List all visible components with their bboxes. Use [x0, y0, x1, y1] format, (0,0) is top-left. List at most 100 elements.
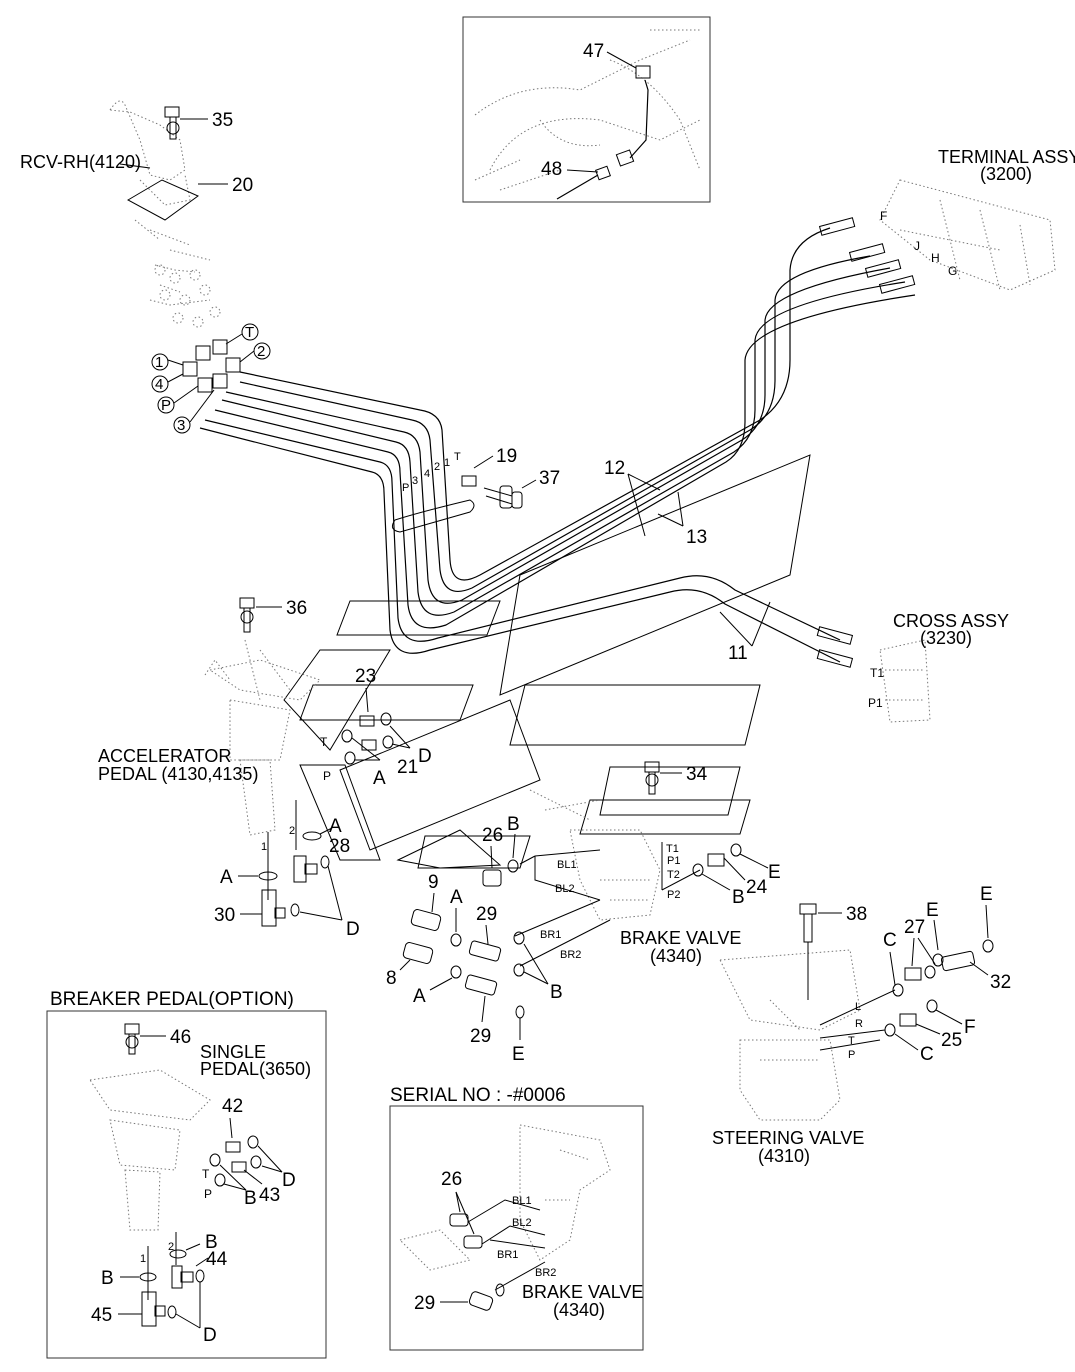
- accel-A3-label: A: [220, 867, 233, 888]
- accelerator-pedal: 36 ACCELERATOR PEDAL (4130,4135) 23 T P …: [98, 597, 432, 940]
- brake-BL1-label: BL1: [557, 859, 577, 871]
- part-30-label: 30: [214, 905, 235, 926]
- brake-BL2-label: BL2: [555, 883, 575, 895]
- hose-bundle: P 3 4 2 1 T 19 37 12 13 11: [199, 217, 916, 668]
- rcv-rh-assembly: 35 RCV-RH(4120) 20 1 4 P 3 T 2: [20, 100, 271, 434]
- rcv-rh-label: RCV-RH(4120): [20, 152, 141, 172]
- hose-2-label: 2: [434, 461, 440, 473]
- hose-P-label: P: [402, 482, 409, 494]
- part-37-label: 37: [539, 468, 560, 489]
- part-24-label: 24: [746, 877, 768, 898]
- brake-valve-code: (4340): [650, 946, 702, 966]
- steer-P-label: P: [848, 1049, 855, 1061]
- breaker-D1-label: D: [282, 1170, 296, 1191]
- breaker-pedal-title: BREAKER PEDAL(OPTION): [50, 989, 294, 1010]
- port-T-label: T: [245, 324, 254, 341]
- serial-brake-valve-label: BRAKE VALVE: [522, 1282, 643, 1302]
- cross-code-label: (3230): [920, 628, 972, 648]
- terminal-assy-label: TERMINAL ASSY: [938, 147, 1075, 167]
- part-8-label: 8: [386, 968, 397, 989]
- part-12-label: 12: [604, 458, 625, 479]
- part-32-label: 32: [990, 972, 1011, 993]
- port-1-label: 1: [155, 354, 163, 371]
- part-21-label: 21: [397, 757, 418, 778]
- part-44-label: 44: [206, 1249, 228, 1270]
- serial-BR1-label: BR1: [497, 1249, 518, 1261]
- hose-4-label: 4: [424, 468, 430, 480]
- brake-B2-label: B: [732, 887, 745, 908]
- part-29a-label: 29: [476, 904, 497, 925]
- brake-A5-label: A: [413, 986, 426, 1007]
- part-27-label: 27: [904, 917, 925, 938]
- hose-F-label: F: [880, 209, 887, 223]
- part-42-label: 42: [222, 1096, 243, 1117]
- pedal-3650-label: PEDAL(3650): [200, 1059, 311, 1079]
- brake-E2-label: E: [512, 1044, 525, 1065]
- part-26-label: 26: [482, 825, 503, 846]
- hose-G-label: G: [948, 264, 957, 278]
- accel-A2-label: A: [329, 816, 342, 837]
- brake-B3-label: B: [550, 982, 563, 1003]
- brake-T1-label: T1: [666, 843, 679, 855]
- part-43-label: 43: [259, 1185, 280, 1206]
- cross-P1-label: P1: [868, 696, 883, 710]
- part-9-label: 9: [428, 872, 439, 893]
- steering-valve-label: STEERING VALVE: [712, 1128, 864, 1148]
- serial-no-title: SERIAL NO : -#0006: [390, 1085, 566, 1106]
- cross-T1-label: T1: [870, 666, 884, 680]
- brake-E1-label: E: [768, 862, 781, 883]
- accel-D-label: D: [418, 746, 432, 767]
- serial-BR2-label: BR2: [535, 1267, 556, 1279]
- steering-valve-group: 38 L R T P C 27 E E 32 F 25 C STEERING V…: [712, 884, 1011, 1166]
- breaker-port-1-label: 1: [140, 1253, 146, 1265]
- part-11-label: 11: [728, 643, 748, 664]
- part-34-label: 34: [686, 764, 708, 785]
- breaker-B2-label: B: [205, 1232, 218, 1253]
- port-4-label: 4: [155, 376, 163, 393]
- part-38-label: 38: [846, 904, 867, 925]
- brake-valve-label: BRAKE VALVE: [620, 928, 741, 948]
- breaker-P-label: P: [204, 1187, 212, 1201]
- part-13-label: 13: [686, 527, 707, 548]
- hose-H-label: H: [931, 251, 940, 265]
- steer-C2-label: C: [920, 1044, 934, 1065]
- hose-3-label: 3: [412, 475, 418, 487]
- accel-T-label: T: [320, 735, 328, 749]
- hose-J-label: J: [914, 239, 920, 253]
- brake-T2-label: T2: [667, 869, 680, 881]
- part-19-label: 19: [496, 446, 517, 467]
- brake-P2-label: P2: [667, 889, 680, 901]
- serial-part-29-label: 29: [414, 1293, 435, 1314]
- hose-1-label: 1: [444, 457, 450, 469]
- brake-BR2-label: BR2: [560, 949, 581, 961]
- part-47-label: 47: [583, 41, 604, 62]
- part-29b-label: 29: [470, 1026, 491, 1047]
- serial-part-26-label: 26: [441, 1169, 462, 1190]
- part-25-label: 25: [941, 1030, 962, 1051]
- breaker-T-label: T: [202, 1167, 210, 1181]
- part-28-label: 28: [329, 836, 350, 857]
- accelerator-label: ACCELERATOR: [98, 746, 231, 766]
- breaker-D2-label: D: [203, 1325, 217, 1346]
- single-label: SINGLE: [200, 1042, 266, 1062]
- serial-BL1-label: BL1: [512, 1195, 532, 1207]
- brake-P1-label: P1: [667, 855, 680, 867]
- serial-no-panel: SERIAL NO : -#0006 26 BL1 BL2 BR1 BR2 29…: [389, 1085, 644, 1351]
- grommet-48: [595, 165, 611, 181]
- steer-R-label: R: [855, 1018, 863, 1030]
- breaker-port-2-label: 2: [168, 1241, 174, 1253]
- accel-A-label: A: [373, 768, 386, 789]
- accel-D2-label: D: [346, 919, 360, 940]
- part-20-label: 20: [232, 175, 253, 196]
- part-48-label: 48: [541, 159, 562, 180]
- port-2-label: 2: [257, 343, 265, 360]
- floor-plate-outlines: [283, 454, 811, 869]
- steer-C1-label: C: [883, 930, 897, 951]
- part-35-label: 35: [212, 110, 233, 131]
- part-23-label: 23: [355, 666, 376, 687]
- accel-port-2-label: 2: [289, 825, 295, 837]
- cross-assy: CROSS ASSY (3230) T1 P1: [868, 611, 1009, 723]
- port-3-label: 3: [177, 417, 185, 434]
- accelerator-code-label: PEDAL (4130,4135): [98, 764, 258, 784]
